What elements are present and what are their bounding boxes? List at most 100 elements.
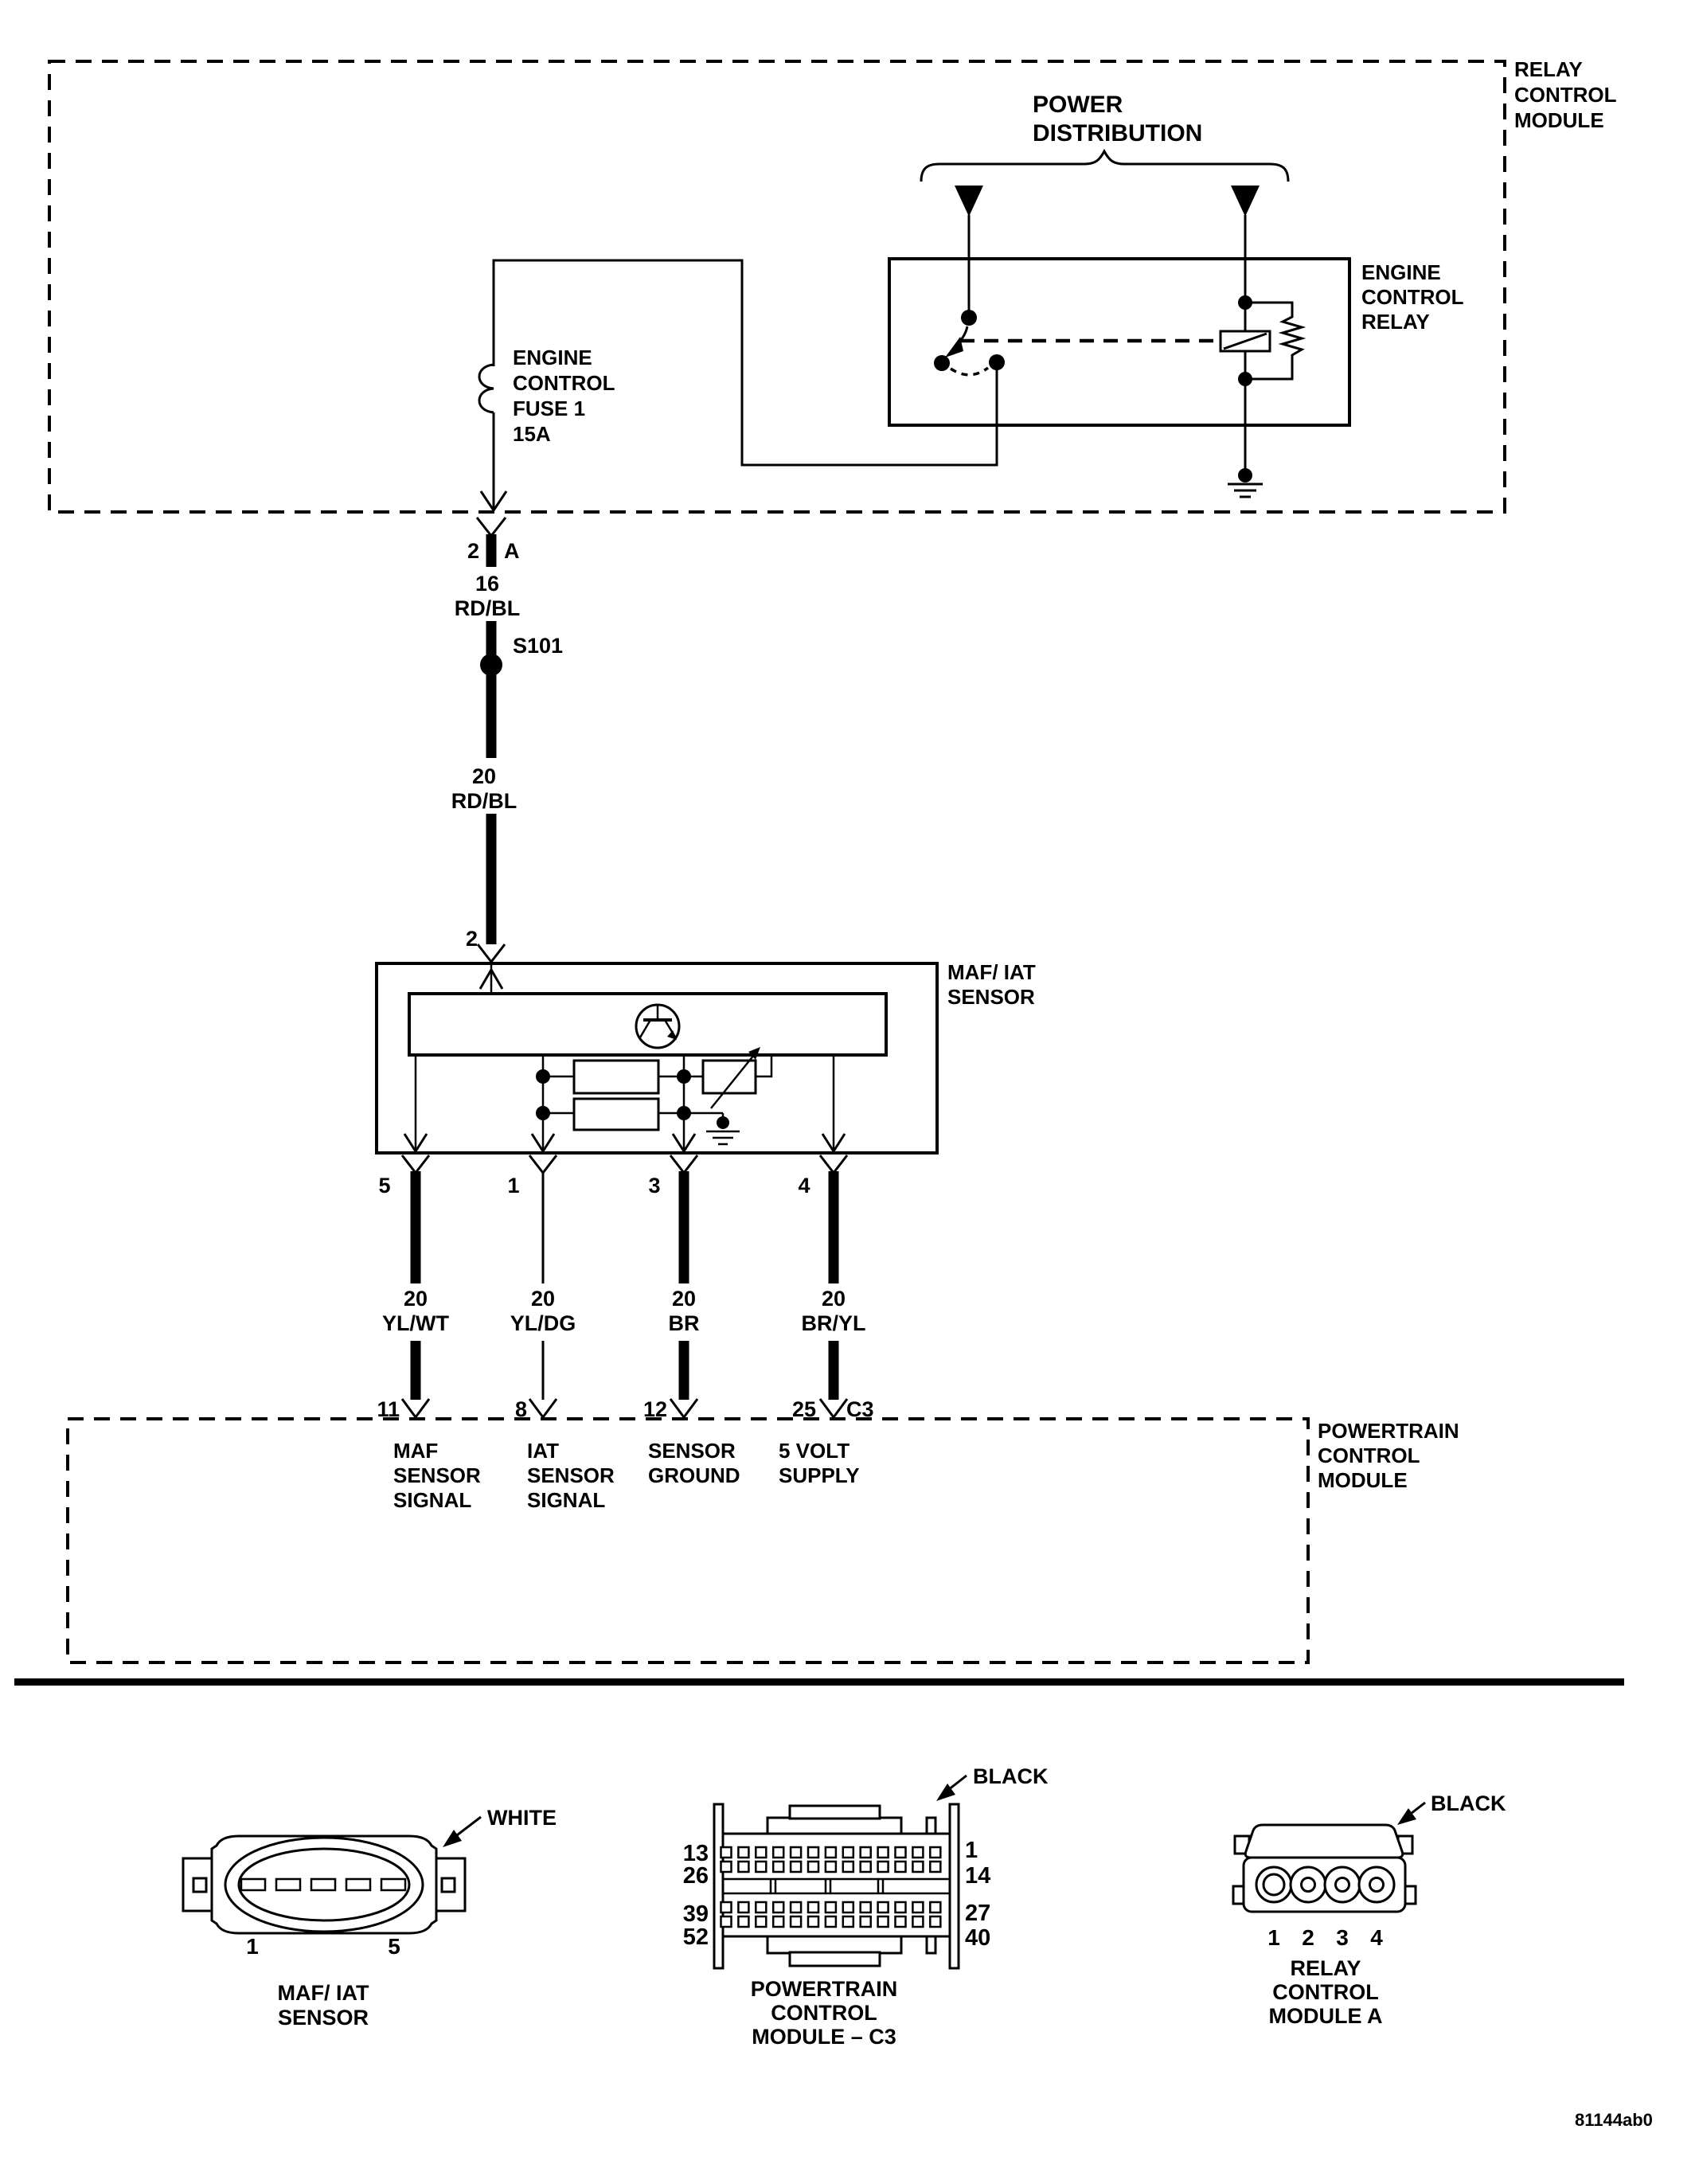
pcm-function-labels: MAF SENSOR SIGNAL IAT SENSOR SIGNAL SENS…: [393, 1439, 860, 1512]
wire-gauge: 20: [531, 1287, 555, 1311]
connector-caption: CONTROL: [1272, 1980, 1378, 2004]
wire-color: YL/WT: [382, 1311, 449, 1335]
engine-control-relay: ENGINE CONTROL RELAY: [492, 257, 1464, 498]
svg-text:MAF: MAF: [393, 1439, 438, 1463]
relay-switch: [934, 310, 1005, 377]
svg-text:IAT: IAT: [527, 1439, 559, 1463]
pointer-arrow-icon: [1397, 1808, 1416, 1825]
engine-control-relay-label: ENGINE: [1361, 260, 1441, 284]
maf-iat-connector-legend: WHITE 1 5 MAF/ IAT SENSOR: [182, 1806, 557, 2030]
engine-control-relay-label: CONTROL: [1361, 285, 1464, 309]
row-label: 52: [683, 1924, 709, 1950]
switched-feed-wire: [492, 259, 998, 467]
ground-icon: [1228, 483, 1263, 498]
wire-gauge: 20: [404, 1287, 428, 1311]
power-distribution-label: POWER: [1033, 92, 1123, 118]
row-label: 27: [965, 1901, 990, 1926]
relay-control-module-label: CONTROL: [1514, 83, 1617, 107]
wire-gauge: 20: [822, 1287, 846, 1311]
pcm-connector-legend: BLACK 13 26 39 52 1 14 27 40 POWERTRAIN …: [683, 1764, 1049, 2049]
pointer-arrow-icon: [936, 1784, 955, 1801]
row-label: 13: [683, 1841, 709, 1866]
wire-gauge: 20: [472, 764, 496, 788]
connector-caption: MODULE – C3: [752, 2025, 896, 2049]
wire-color: BR/YL: [802, 1311, 866, 1335]
row-label: 1: [965, 1838, 978, 1863]
fuse-icon: [478, 363, 494, 414]
connector-pin: 2: [1302, 1925, 1314, 1950]
engine-control-relay-label: RELAY: [1361, 310, 1430, 334]
connector-caption: MAF/ IAT: [278, 1981, 369, 2005]
connector-caption: POWERTRAIN: [751, 1977, 898, 2001]
connector-color: BLACK: [1431, 1791, 1506, 1815]
transistor-icon: [635, 1003, 681, 1049]
connector-caption: SENSOR: [278, 2006, 369, 2030]
ground-icon: [706, 1130, 740, 1146]
relay-control-module-box: RELAY CONTROL MODULE: [48, 57, 1617, 514]
sensor-pin: 4: [798, 1174, 810, 1197]
relay-control-module-label: MODULE: [1514, 108, 1604, 132]
svg-text:SENSOR: SENSOR: [648, 1439, 736, 1463]
connector-pin: 1: [246, 1934, 259, 1959]
svg-text:SUPPLY: SUPPLY: [779, 1463, 860, 1487]
sensor-label: MAF/ IAT: [947, 960, 1036, 984]
wire-gauge: 16: [475, 572, 499, 596]
wire-color: RD/BL: [455, 596, 521, 620]
connector-pin: 4: [1370, 1925, 1383, 1950]
brace: [920, 148, 1290, 182]
pcm-label: MODULE: [1318, 1468, 1408, 1492]
sensor-resistors: [536, 1047, 773, 1146]
pointer-arrow-icon: [443, 1830, 462, 1847]
wire-color: BR: [669, 1311, 700, 1335]
engine-control-fuse: ENGINE CONTROL FUSE 1 15A: [478, 346, 615, 511]
pcm-pin: 8: [515, 1397, 527, 1421]
pcm-label: POWERTRAIN: [1318, 1419, 1459, 1443]
row-label: 26: [683, 1863, 709, 1889]
fuse-label: 15A: [513, 422, 551, 446]
fuse-label: ENGINE: [513, 346, 592, 369]
connector-color: WHITE: [487, 1806, 557, 1830]
svg-text:SIGNAL: SIGNAL: [393, 1488, 471, 1512]
connector-pin: 3: [1336, 1925, 1349, 1950]
variable-resistor: [701, 1059, 757, 1095]
sensor-label: SENSOR: [947, 985, 1035, 1009]
maf-iat-sensor: MAF/ IAT SENSOR: [375, 960, 1036, 1155]
pcm-label: CONTROL: [1318, 1444, 1420, 1467]
row-label: 39: [683, 1901, 709, 1927]
svg-text:SENSOR: SENSOR: [393, 1463, 481, 1487]
separator-rule: [14, 1678, 1624, 1686]
connector-color: BLACK: [973, 1764, 1049, 1788]
powertrain-control-module-box: POWERTRAIN CONTROL MODULE MAF SENSOR SIG…: [66, 1417, 1459, 1664]
relay-control-module-label: RELAY: [1514, 57, 1583, 81]
connector-pin: 1: [1267, 1925, 1280, 1950]
svg-text:SIGNAL: SIGNAL: [527, 1488, 605, 1512]
fuse-output-pin: 2: [467, 539, 479, 563]
fuse-label: CONTROL: [513, 371, 615, 395]
row-label: 40: [965, 1925, 990, 1951]
connector-pin: 5: [388, 1934, 400, 1959]
wire-color: RD/BL: [451, 789, 518, 813]
svg-text:5 VOLT: 5 VOLT: [779, 1439, 850, 1463]
power-distribution: POWER DISTRIBUTION: [920, 92, 1290, 313]
sensor-pin: 3: [648, 1174, 660, 1197]
fuse-label: FUSE 1: [513, 397, 585, 420]
main-feed-wire: 2 A 16 RD/BL S101 20 RD/BL 2: [451, 517, 563, 963]
splice-dot: [480, 654, 502, 676]
wire-color: YL/DG: [510, 1311, 576, 1335]
sensor-pin: 5: [378, 1174, 390, 1197]
sensor-supply-pin: 2: [466, 927, 478, 951]
connector-caption: CONTROL: [771, 2001, 877, 2025]
fuse-output-cavity: A: [504, 539, 520, 563]
diagram-code: 81144ab0: [1575, 2110, 1653, 2130]
sensor-exit-arrows: [403, 1133, 846, 1152]
row-label: 14: [965, 1863, 990, 1889]
relay-coil: [1219, 295, 1306, 498]
connector-caption: MODULE A: [1269, 2004, 1383, 2028]
splice-label: S101: [513, 634, 563, 658]
power-distribution-label: DISTRIBUTION: [1033, 120, 1202, 147]
relay-connector-legend: BLACK 1 2 3 4 RELAY CONTROL MODULE A: [1232, 1791, 1506, 2028]
svg-text:GROUND: GROUND: [648, 1463, 740, 1487]
svg-text:SENSOR: SENSOR: [527, 1463, 615, 1487]
sensor-pin: 1: [507, 1174, 519, 1197]
